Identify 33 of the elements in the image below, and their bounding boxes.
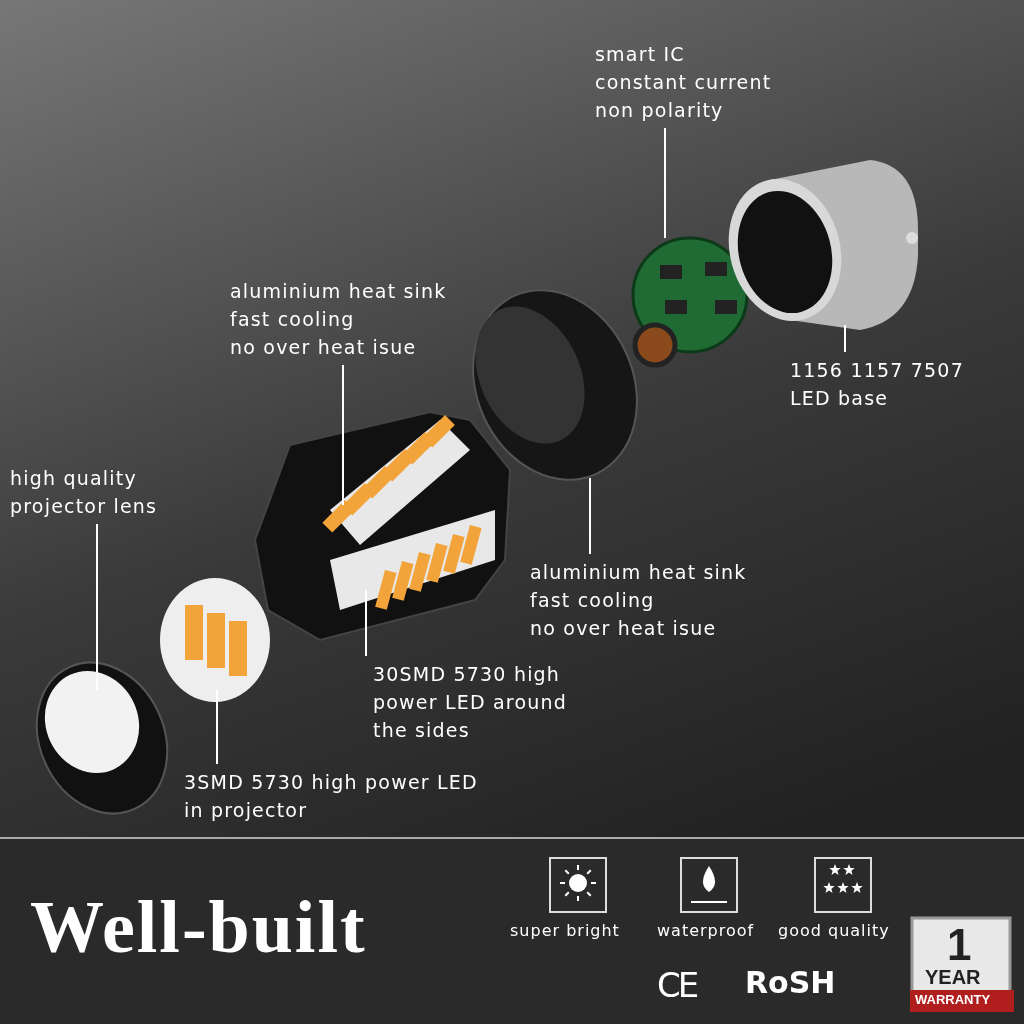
certification-mark: RoSH: [745, 965, 836, 1000]
warranty-text: WARRANTY: [915, 992, 991, 1007]
certification-mark: CE: [657, 965, 697, 1005]
callout-text: 1156 1157 7507 LED base: [790, 358, 965, 411]
leader-line: [342, 364, 344, 506]
callout-text: aluminium heat sink: [230, 279, 447, 304]
callout-text: 3SMD 5730 high power LED in projector: [184, 770, 479, 823]
bulb-base-drawing: [728, 160, 918, 330]
leader-line: [664, 127, 666, 239]
metal-ring-drawing: [472, 289, 638, 481]
feature-label: good quality: [778, 921, 890, 940]
callout-text: 30SMD 5730 high power LED around the sides: [373, 662, 569, 743]
callout-text: aluminium heat sink: [530, 560, 747, 585]
heat-sink-drawing: [253, 410, 511, 642]
leader-line: [844, 324, 846, 353]
led-board-drawing: [160, 578, 270, 702]
callout-text: constant current: [595, 70, 772, 95]
circuit-board-drawing: [631, 236, 749, 368]
callout-text: smart IC: [595, 42, 685, 67]
callout-text: fast cooling: [530, 588, 655, 613]
callout-text: no over heat isue: [230, 335, 417, 360]
callout-text: no over heat isue: [530, 616, 717, 641]
headline: Well-built: [30, 885, 367, 970]
feature-label: waterproof: [657, 921, 755, 940]
callout-text: high quality projector lens: [10, 466, 159, 519]
callout-text: fast cooling: [230, 307, 355, 332]
leader-line: [216, 689, 218, 765]
leader-line: [96, 523, 98, 691]
feature-label: super bright: [510, 921, 620, 940]
callout-text: non polarity: [595, 98, 724, 123]
leader-line: [365, 589, 367, 657]
projector-lens-drawing: [35, 661, 169, 815]
leader-line: [589, 477, 591, 555]
